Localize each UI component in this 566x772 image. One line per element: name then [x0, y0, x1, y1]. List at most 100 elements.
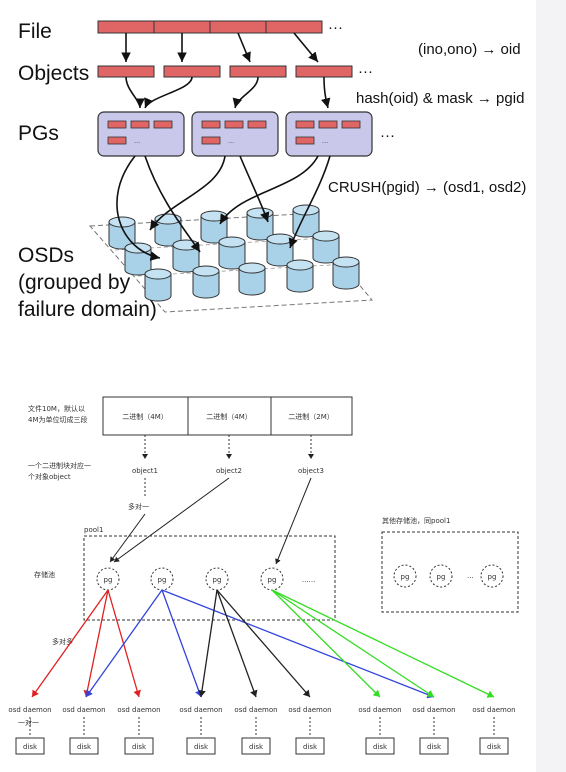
formula-crush: CRUSH(pgid) → (osd1, osd2)	[328, 179, 526, 196]
pg-label: pg	[268, 576, 277, 584]
segment-label: 二进制（2M）	[288, 412, 334, 421]
svg-text:disk: disk	[373, 743, 388, 751]
objects-ellipsis: ···	[358, 63, 373, 80]
osd-daemon-row: osd daemon disk osd daemon disk osd daemon di…	[8, 706, 516, 755]
pg-to-osd-arrow	[271, 589, 435, 698]
object-to-pg-arrow	[232, 76, 259, 109]
disk-icon: disk	[69, 737, 99, 755]
pg-to-osd-arrow	[216, 589, 258, 698]
svg-text:disk: disk	[249, 743, 264, 751]
pg-circle	[429, 564, 453, 588]
pg-to-osd-arrow	[85, 589, 163, 698]
object-block	[295, 65, 353, 78]
object-to-pg-arrow	[275, 477, 312, 565]
file-note-line2: 4M为单位切成三段	[28, 415, 88, 424]
osd-daemon-label: osd daemon	[234, 706, 277, 714]
one-to-one-label: 一对一	[18, 718, 39, 727]
osd-cylinder-icon	[238, 262, 266, 296]
disk-icon: disk	[365, 737, 395, 755]
osds-label-line3: failure domain)	[18, 298, 157, 321]
osd-cylinder-icon	[266, 233, 294, 267]
pg-box: ···	[191, 111, 279, 157]
object-to-pg-arrow	[109, 513, 146, 563]
pg-label: pg	[488, 573, 497, 581]
disk-icon: disk	[479, 737, 509, 755]
many-to-many-label: 多对多	[52, 637, 73, 646]
osd-cylinder-icon	[144, 268, 172, 302]
disk-icon: disk	[241, 737, 271, 755]
pg-circle	[393, 564, 417, 588]
disk-icon: disk	[295, 737, 325, 755]
object-block	[97, 65, 155, 78]
pg-to-osd-arrow	[198, 589, 218, 698]
bottom-diagram: 文件10M，默认以 4M为单位切成三段 二进制（4M） 二进制（4M） 二进制（…	[8, 396, 519, 755]
pg-to-osd-arrow	[216, 589, 311, 698]
pg-label: pg	[213, 576, 222, 584]
pg-to-osd-arrow	[288, 155, 331, 249]
objects-label: Objects	[18, 62, 89, 85]
file-note-line1: 文件10M，默认以	[28, 404, 85, 413]
pg-to-osd-arrow	[144, 155, 201, 253]
osd-cylinder-icon	[246, 207, 274, 241]
right-margin-band	[536, 0, 566, 772]
osds-label-line1: OSDs	[18, 244, 74, 267]
object-label: object3	[298, 467, 324, 475]
osd-cylinder-icon	[108, 216, 136, 250]
osd-daemon-label: osd daemon	[412, 706, 455, 714]
object-note-line2: 个对象object	[28, 472, 71, 481]
disk-icon: disk	[186, 737, 216, 755]
pg-to-osd-arrow	[271, 589, 381, 698]
pg-circle	[480, 564, 504, 588]
pgs-label: PGs	[18, 122, 59, 145]
object-label: object2	[216, 467, 242, 475]
pg-box: ···	[97, 111, 185, 157]
disk-icon: disk	[419, 737, 449, 755]
object-label: object1	[132, 467, 158, 475]
pg-label: pg	[104, 576, 113, 584]
disk-icon: disk	[124, 737, 154, 755]
formula-pgid: hash(oid) & mask → pgid	[356, 90, 524, 107]
segment-label: 二进制（4M）	[122, 412, 168, 421]
pgs-ellipsis: ···	[380, 127, 395, 144]
osd-daemon-label: osd daemon	[179, 706, 222, 714]
object-to-pg-arrow	[113, 477, 230, 563]
pg-to-osd-arrow	[161, 589, 203, 698]
osd-cylinder-icon	[332, 256, 360, 290]
failure-domain-grid	[88, 213, 374, 313]
svg-text:disk: disk	[132, 743, 147, 751]
svg-text:···: ···	[322, 139, 328, 147]
osds-label-line2: (grouped by	[18, 271, 131, 294]
osd-daemon-label: osd daemon	[62, 706, 105, 714]
svg-text:···: ···	[228, 139, 234, 147]
pg-box: ···	[285, 111, 373, 157]
osd-daemon-label: osd daemon	[8, 706, 51, 714]
pg-label: pg	[401, 573, 410, 581]
file-ellipsis: ···	[328, 19, 343, 36]
pg-to-osd-arrow	[116, 155, 161, 261]
segment-label: 二进制（4M）	[206, 412, 252, 421]
svg-text:···: ···	[134, 139, 140, 147]
svg-text:disk: disk	[427, 743, 442, 751]
osd-daemon-label: osd daemon	[472, 706, 515, 714]
pg-to-osd-arrow	[161, 589, 435, 699]
osd-daemon-label: osd daemon	[358, 706, 401, 714]
svg-text:disk: disk	[194, 743, 209, 751]
file-segments-box	[102, 396, 353, 436]
pool1-box	[83, 535, 336, 621]
osd-daemon-label: osd daemon	[288, 706, 331, 714]
pool-label: pool1	[84, 526, 103, 534]
svg-text:disk: disk	[303, 743, 318, 751]
osd-cylinder-icon	[286, 259, 314, 293]
file-to-object-arrow	[237, 32, 251, 63]
file-label: File	[18, 20, 52, 43]
formula-oid: (ino,ono) → oid	[418, 41, 521, 58]
storage-pool-label: 存储池	[34, 570, 55, 579]
object-to-pg-arrow	[144, 76, 193, 109]
other-pool-ellipsis: ...	[467, 572, 474, 580]
svg-text:disk: disk	[23, 743, 38, 751]
osd-cylinder-icon	[218, 236, 246, 270]
object-to-pg-arrow	[125, 76, 145, 109]
object-to-pg-arrow	[321, 76, 331, 109]
